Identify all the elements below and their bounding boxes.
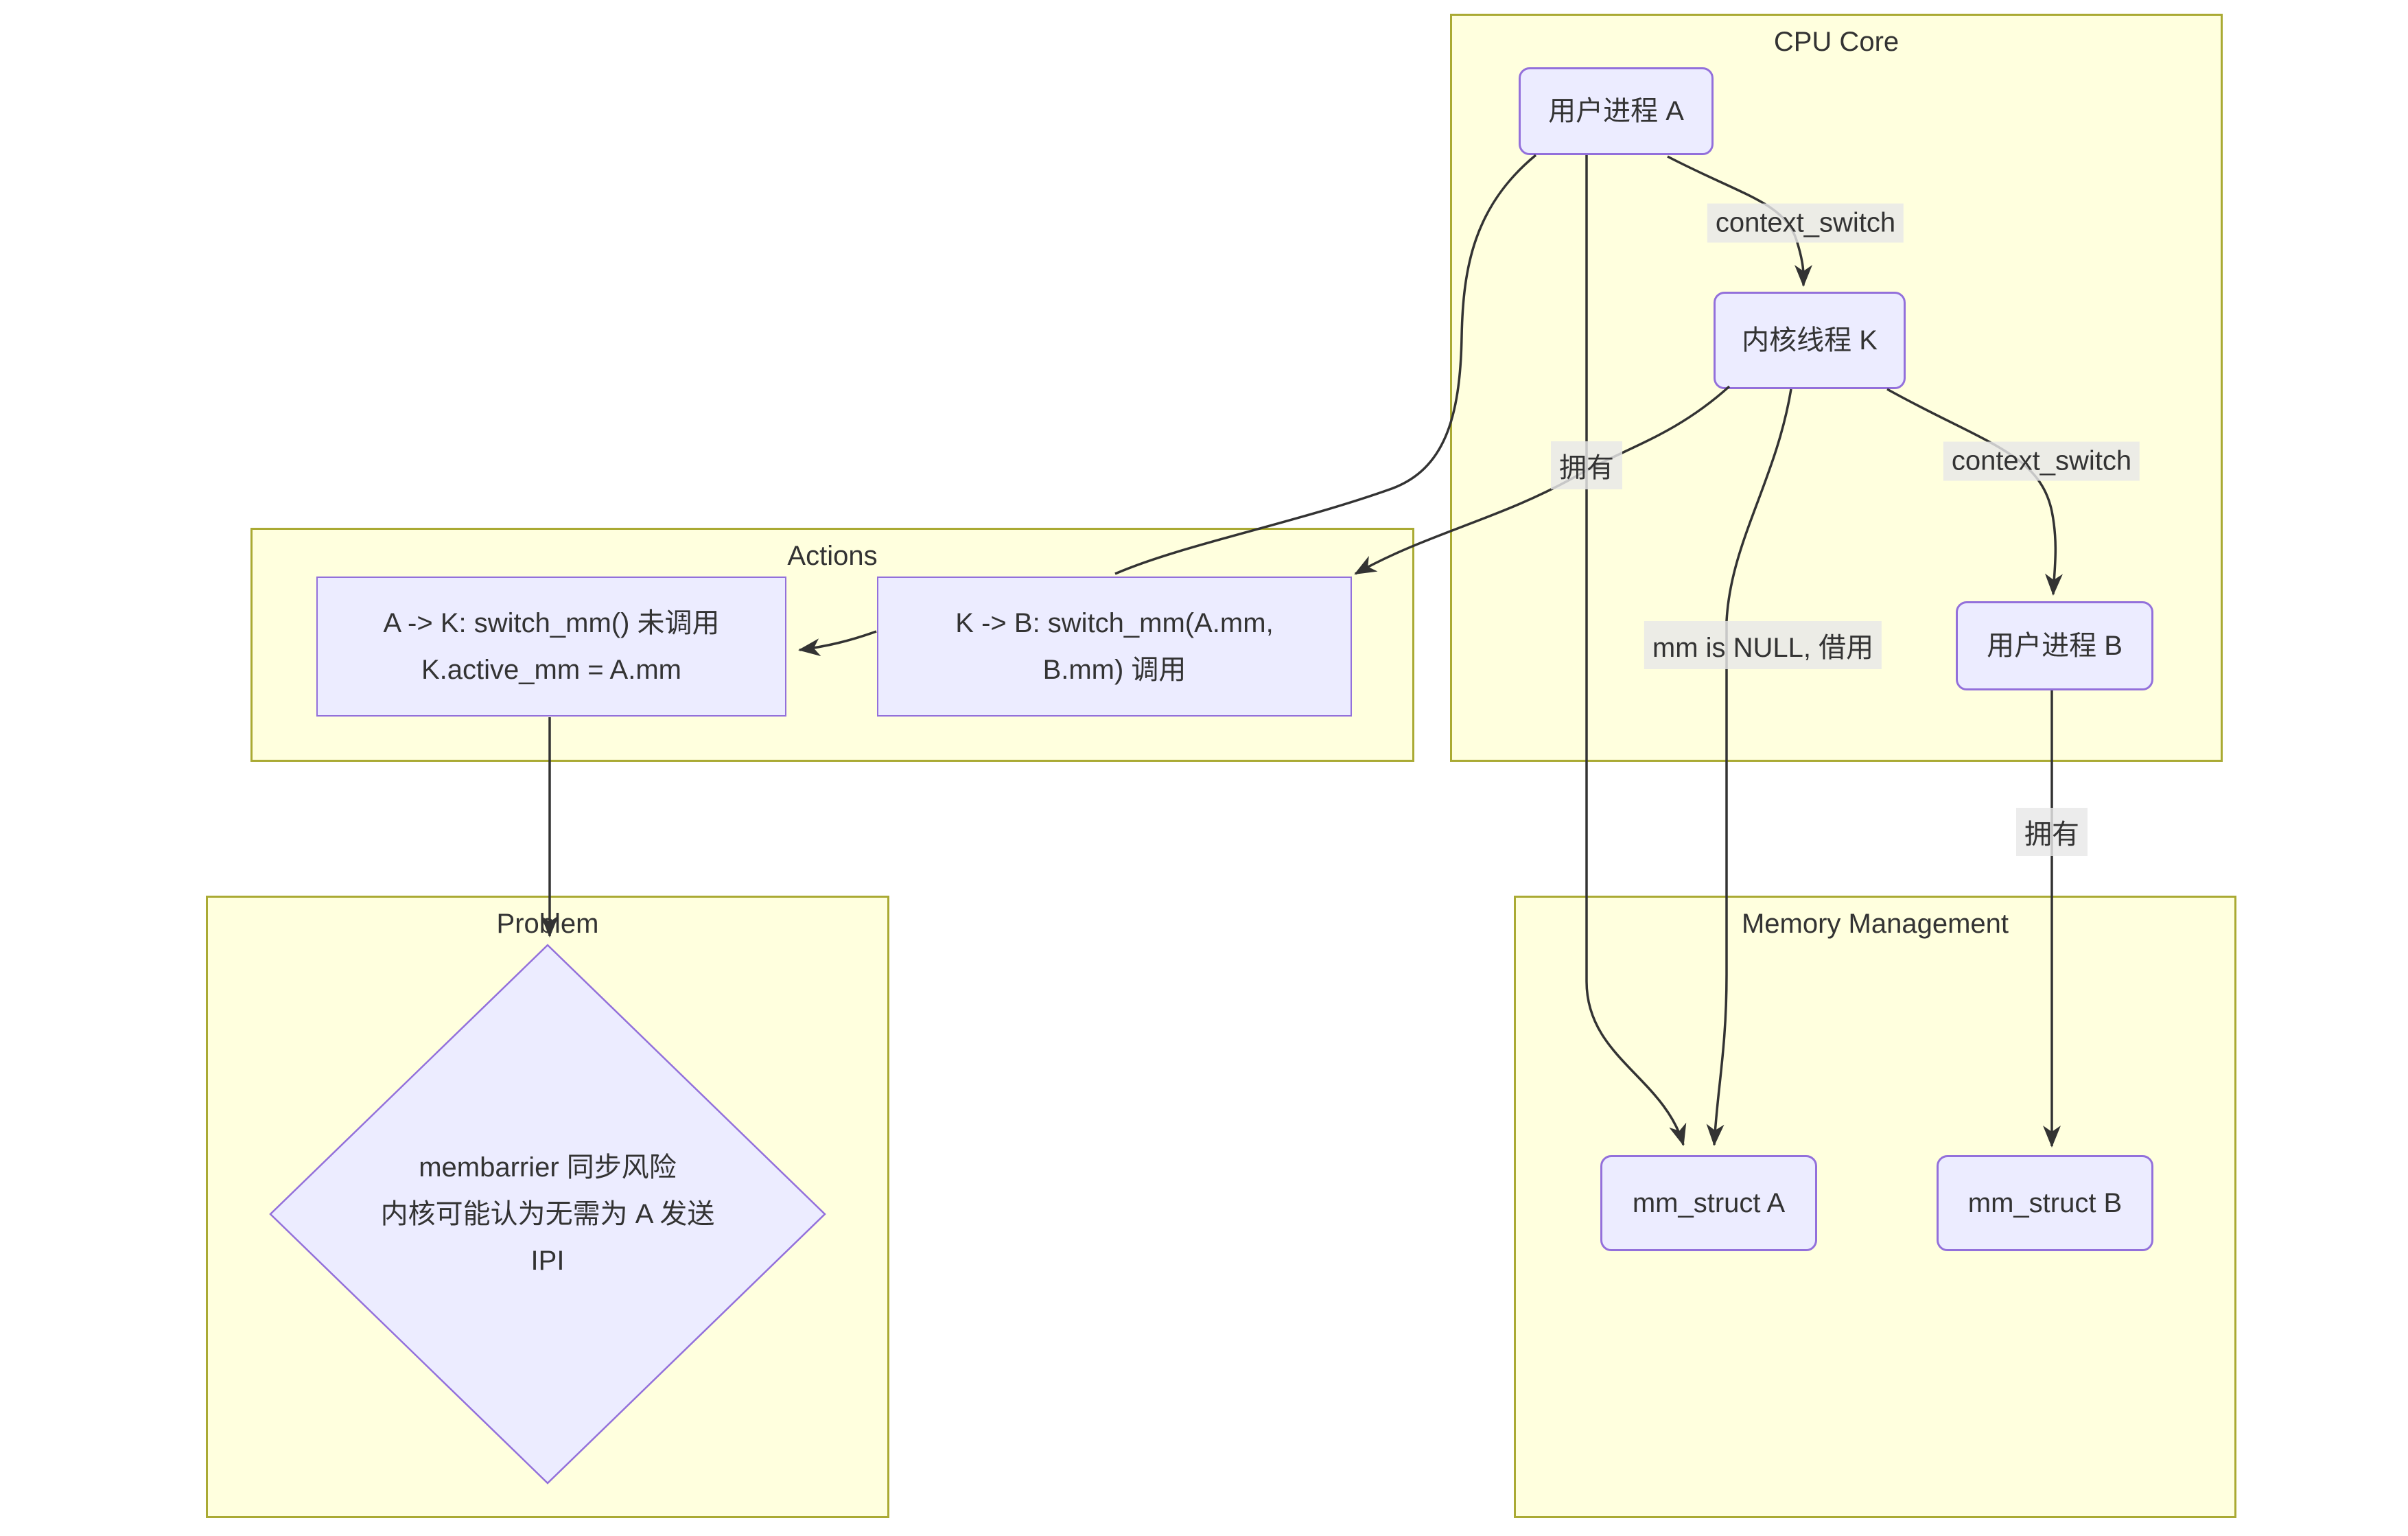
edge-label-owns-b: 拥有: [2016, 808, 2088, 856]
node-problem-diamond-label: membarrier 同步风险 内核可能认为无需为 A 发送 IPI: [381, 1144, 715, 1284]
edge-label-borrow: mm is NULL, 借用: [1644, 621, 1882, 669]
node-mm-struct-a-label: mm_struct A: [1632, 1188, 1786, 1218]
node-kernel-thread-k-label: 内核线程 K: [1742, 325, 1878, 356]
node-user-process-b-label: 用户进程 B: [1987, 631, 2123, 661]
edge-label-owns-a: 拥有: [1551, 441, 1622, 489]
node-mm-struct-a: mm_struct A: [1600, 1155, 1817, 1251]
node-action-a-to-k-line2: K.active_mm = A.mm: [421, 655, 681, 685]
node-mm-struct-b-label: mm_struct B: [1967, 1188, 2123, 1218]
node-action-k-to-b-line2: B.mm) 调用: [1042, 655, 1187, 685]
edge-label-context-switch-k-b: context_switch: [1943, 441, 2140, 481]
node-action-a-to-k-line1: A -> K: switch_mm() 未调用: [383, 608, 720, 638]
cluster-title-memory-management: Memory Management: [1741, 909, 2009, 939]
problem-diamond-line1: membarrier 同步风险: [419, 1152, 677, 1183]
edge-label-context-switch-a-k: context_switch: [1707, 203, 1904, 243]
node-action-k-to-b: K -> B: switch_mm(A.mm, B.mm) 调用: [877, 577, 1352, 717]
cluster-title-problem: Problem: [496, 909, 599, 939]
problem-diamond-line2: 内核可能认为无需为 A 发送: [380, 1199, 715, 1229]
cluster-title-cpu-core: CPU Core: [1773, 27, 1899, 57]
node-user-process-a-label: 用户进程 A: [1548, 96, 1684, 126]
node-action-a-to-k: A -> K: switch_mm() 未调用 K.active_mm = A.…: [316, 577, 786, 717]
cluster-title-actions: Actions: [787, 541, 878, 571]
node-user-process-a: 用户进程 A: [1519, 67, 1714, 155]
node-user-process-b: 用户进程 B: [1956, 601, 2153, 690]
node-mm-struct-b: mm_struct B: [1937, 1155, 2153, 1251]
node-kernel-thread-k: 内核线程 K: [1714, 292, 1906, 389]
problem-diamond-line3: IPI: [530, 1246, 565, 1276]
node-action-k-to-b-line1: K -> B: switch_mm(A.mm,: [955, 608, 1274, 638]
